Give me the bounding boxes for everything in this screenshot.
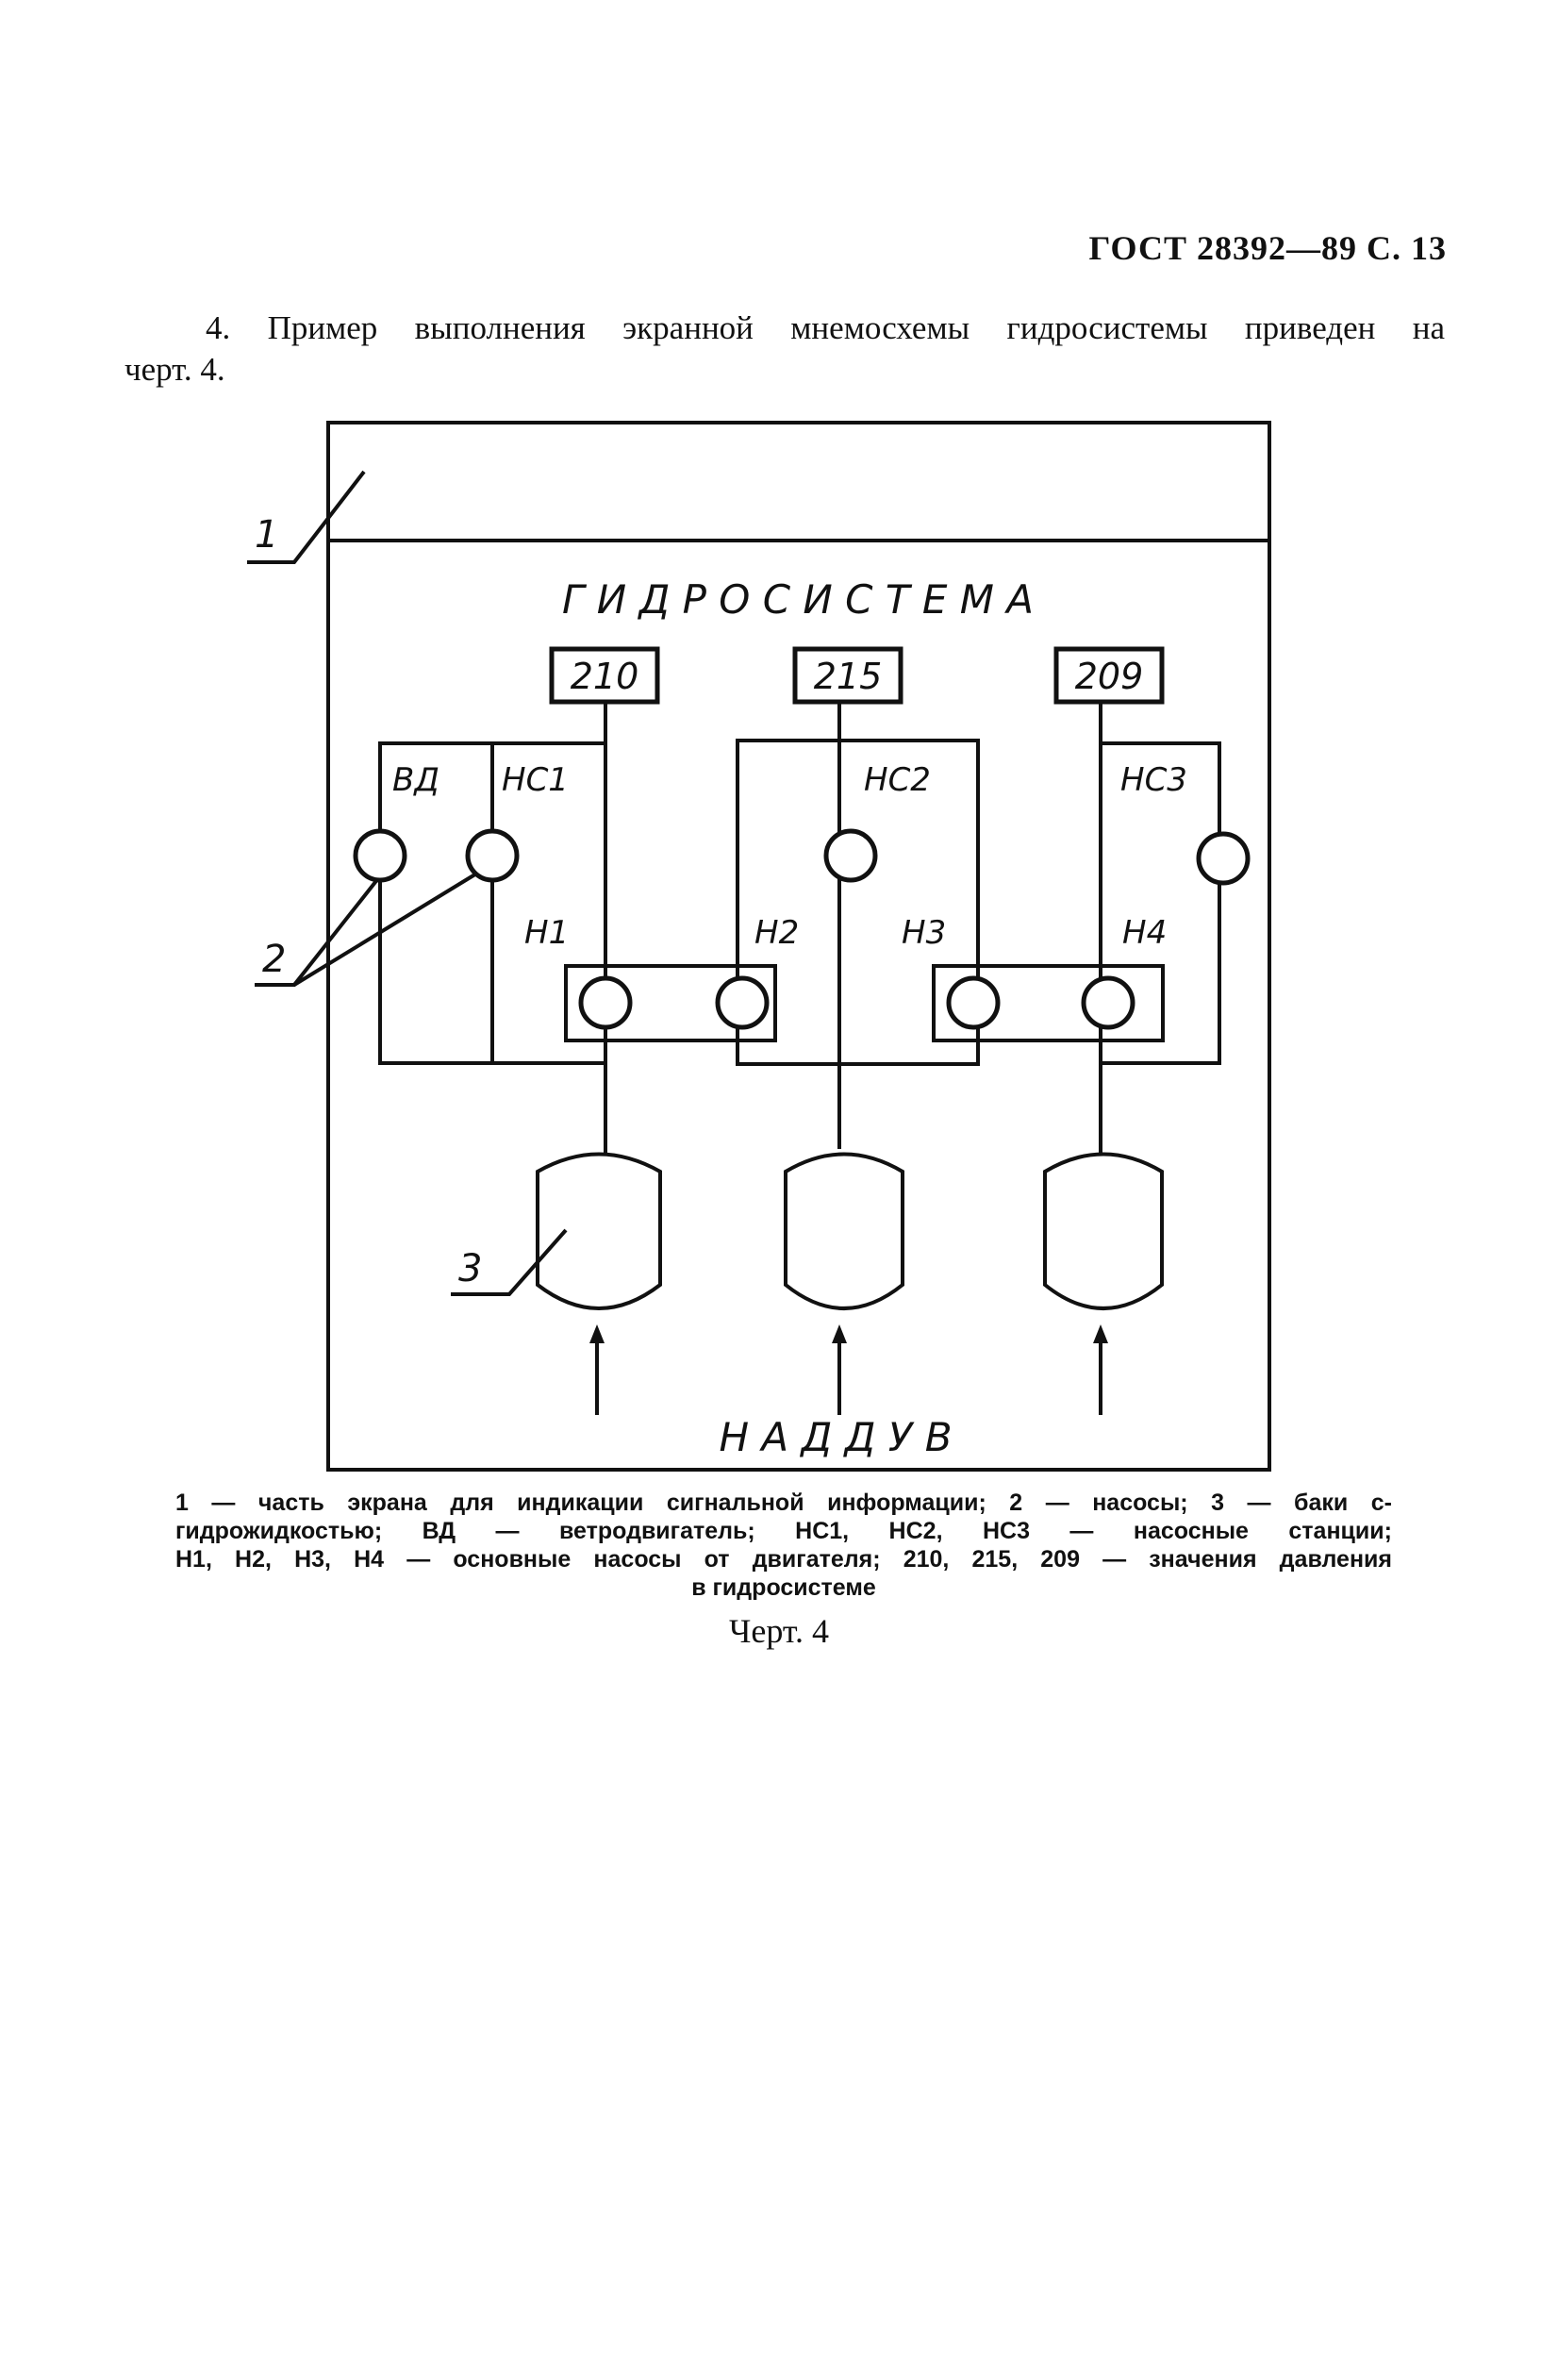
pressure-box-3 xyxy=(1053,646,1165,705)
station-label-ns2: НС2 xyxy=(864,761,931,799)
caption-line-4: в гидросистеме xyxy=(691,1574,876,1601)
callout-3: 3 xyxy=(458,1247,482,1290)
tank-1 xyxy=(536,1152,662,1310)
pump-circle-h1 xyxy=(578,975,633,1030)
pump-label-h2: Н2 xyxy=(754,914,799,952)
pump-circle-ns2 xyxy=(823,828,878,883)
pump-block-left xyxy=(564,964,777,1042)
pump-circle-h4 xyxy=(1081,975,1135,1030)
caption-line-1: 1 — часть экрана для индикации сигнально… xyxy=(175,1490,1392,1516)
figure-caption: 1 — часть экрана для индикации сигнально… xyxy=(175,1489,1392,1602)
pump-circle-ns3 xyxy=(1196,831,1251,886)
station-label-ns1: НС1 xyxy=(502,761,569,799)
callout-1: 1 xyxy=(255,513,278,557)
station-label-vd: ВД xyxy=(392,761,439,799)
tank-3 xyxy=(1043,1152,1164,1310)
pump-label-h4: Н4 xyxy=(1122,914,1167,952)
diagram-title: Г И Д Р О С И С Т Е М А xyxy=(562,576,1034,623)
pressure-value-2: 215 xyxy=(814,656,883,697)
pump-circle-ns1 xyxy=(465,828,520,883)
bottom-label: Н А Д Д У В xyxy=(719,1414,952,1460)
pump-circle-vd xyxy=(353,828,407,883)
pump-block-right xyxy=(932,964,1165,1042)
callout-1-leader xyxy=(247,470,366,564)
paragraph-line-1: 4. Пример выполнения экранной мнемосхемы… xyxy=(206,309,1445,346)
screen-frame xyxy=(326,421,1271,1472)
callout-3-leader xyxy=(451,1228,568,1296)
pump-circle-h2 xyxy=(715,975,770,1030)
pump-circle-h3 xyxy=(946,975,1001,1030)
tank-2 xyxy=(784,1152,904,1310)
caption-line-3: Н1, Н2, Н3, Н4 — основные насосы от двиг… xyxy=(175,1546,1392,1573)
paragraph-line-2: черт. 4. xyxy=(124,351,225,388)
pressure-box-2 xyxy=(792,646,903,705)
pressure-value-1: 210 xyxy=(571,656,639,697)
callout-2: 2 xyxy=(262,938,286,981)
pump-label-h1: Н1 xyxy=(524,914,569,952)
intro-paragraph: 4. Пример выполнения экранной мнемосхемы… xyxy=(124,308,1445,391)
pump-label-h3: Н3 xyxy=(902,914,946,952)
ns3-loop xyxy=(1101,741,1221,1065)
figure-number: Черт. 4 xyxy=(729,1612,829,1650)
ns2-loop xyxy=(736,739,980,1066)
caption-line-2: гидрожидкостью; ВД — ветродвигатель; НС1… xyxy=(175,1518,1392,1544)
station-label-ns3: НС3 xyxy=(1120,761,1187,799)
page-header: ГОСТ 28392—89 С. 13 xyxy=(1088,229,1447,267)
pressure-value-3: 209 xyxy=(1075,656,1144,697)
